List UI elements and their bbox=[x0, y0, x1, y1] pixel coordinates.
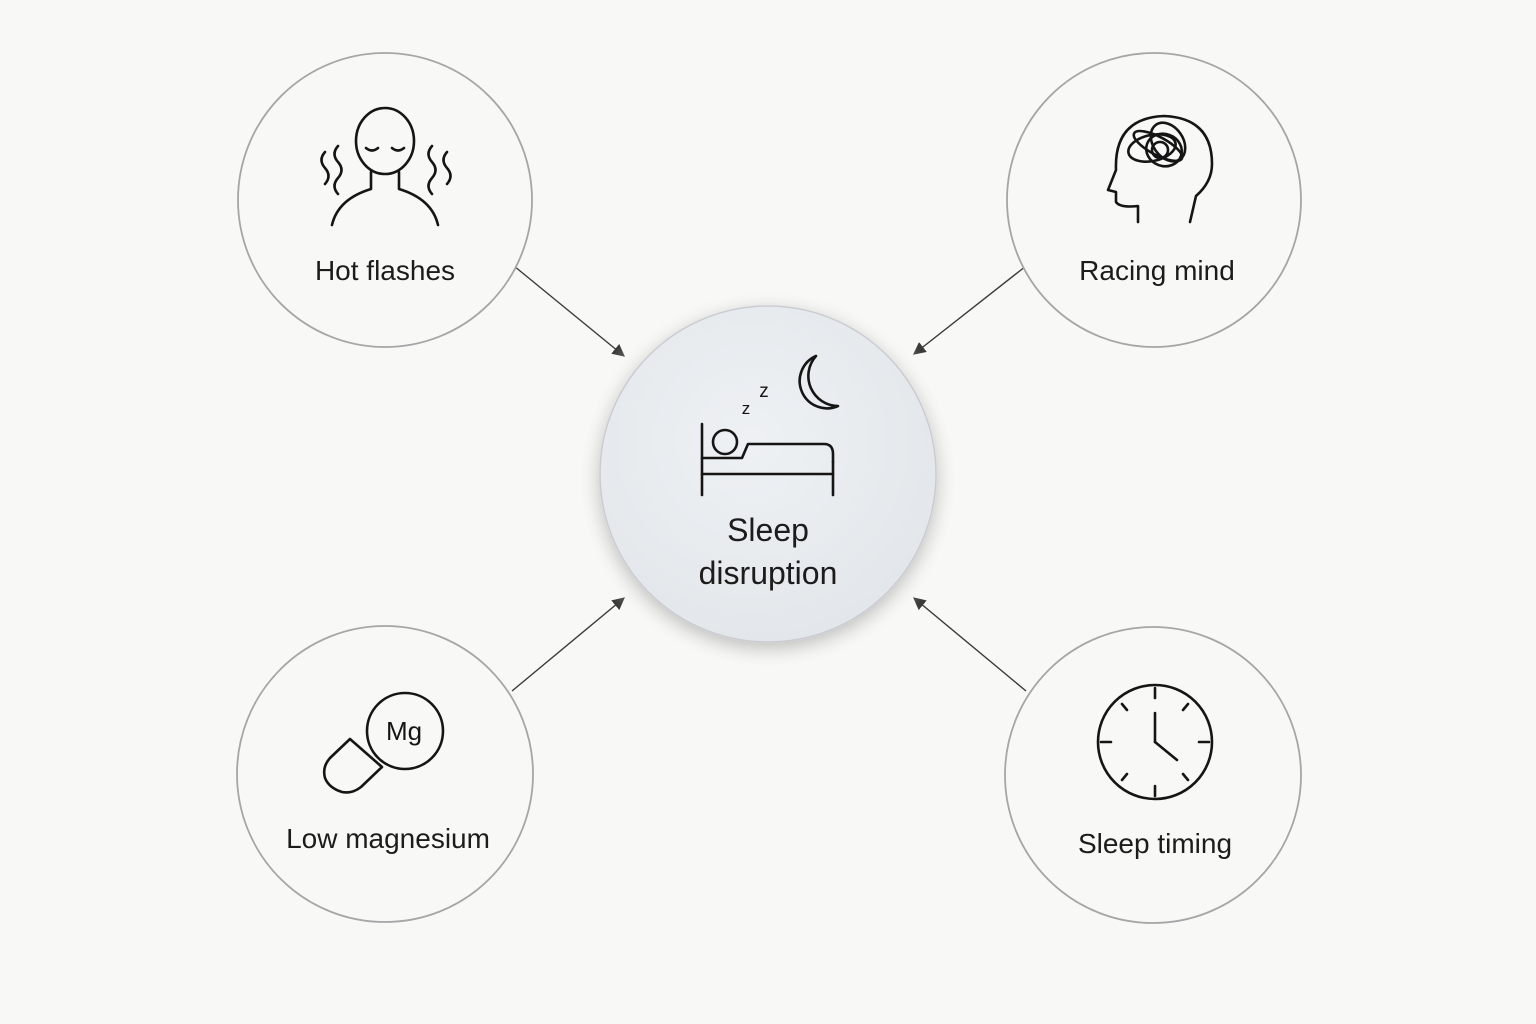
factor-label-sleep-timing: Sleep timing bbox=[1078, 828, 1232, 859]
factor-node-sleep-timing: Sleep timing bbox=[1004, 626, 1302, 924]
arrow-low-magnesium-to-center bbox=[511, 597, 625, 692]
factor-node-low-magnesium: Mg Low magnesium bbox=[236, 625, 534, 923]
clock-icon bbox=[1096, 683, 1214, 801]
sleeping-in-bed-icon bbox=[700, 354, 840, 497]
snore-z-small: z bbox=[742, 399, 751, 418]
factor-node-hot-flashes: Hot flashes bbox=[237, 52, 533, 348]
factor-node-racing-mind: Racing mind bbox=[1006, 52, 1302, 348]
hot-flashes-icon bbox=[320, 106, 452, 227]
center-label-line-1: Sleep bbox=[727, 512, 809, 548]
arrow-racing-mind-to-center bbox=[913, 265, 1027, 355]
snore-z-large: z bbox=[759, 381, 769, 402]
center-node-sleep-disruption: z z Sleep disruption bbox=[570, 278, 966, 674]
center-label-line-2: disruption bbox=[699, 555, 838, 591]
magnesium-pill-icon bbox=[322, 691, 445, 794]
magnesium-symbol: Mg bbox=[386, 716, 422, 746]
factor-label-hot-flashes: Hot flashes bbox=[315, 255, 455, 286]
arrow-hot-flashes-to-center bbox=[513, 265, 625, 357]
factor-label-low-magnesium: Low magnesium bbox=[286, 823, 490, 854]
arrow-sleep-timing-to-center bbox=[913, 597, 1027, 692]
tangled-brain-icon bbox=[1106, 114, 1214, 224]
factor-label-racing-mind: Racing mind bbox=[1079, 255, 1235, 286]
